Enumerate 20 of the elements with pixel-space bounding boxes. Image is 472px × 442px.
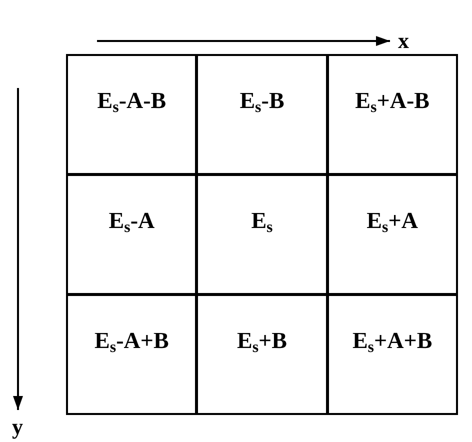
cell-label: E$_{s}$+A-B <box>355 88 430 117</box>
cell-label: E$_{s}$+A <box>366 208 418 237</box>
axis-label: x <box>398 30 409 52</box>
grid-cell <box>326 174 458 295</box>
grid-cell <box>326 54 458 175</box>
grid-cell <box>196 294 328 415</box>
cell-label: E$_{s}$ <box>251 208 273 237</box>
grid-cell <box>196 174 328 295</box>
cell-label: E$_{s}$+B <box>236 328 287 357</box>
grid-cell <box>196 54 328 175</box>
grid-cell <box>326 294 458 415</box>
cell-label: E$_{s}$-A <box>108 208 155 237</box>
cell-label: E$_{s}$-A-B <box>97 88 166 117</box>
grid-cell <box>66 54 198 175</box>
cell-label: E$_{s}$+A+B <box>352 328 432 357</box>
grid-cell <box>66 294 198 415</box>
cell-label: E$_{s}$-A+B <box>94 328 169 357</box>
grid-cell <box>66 174 198 295</box>
cell-label: E$_{s}$-B <box>240 88 284 117</box>
axis-label: y <box>12 416 23 438</box>
